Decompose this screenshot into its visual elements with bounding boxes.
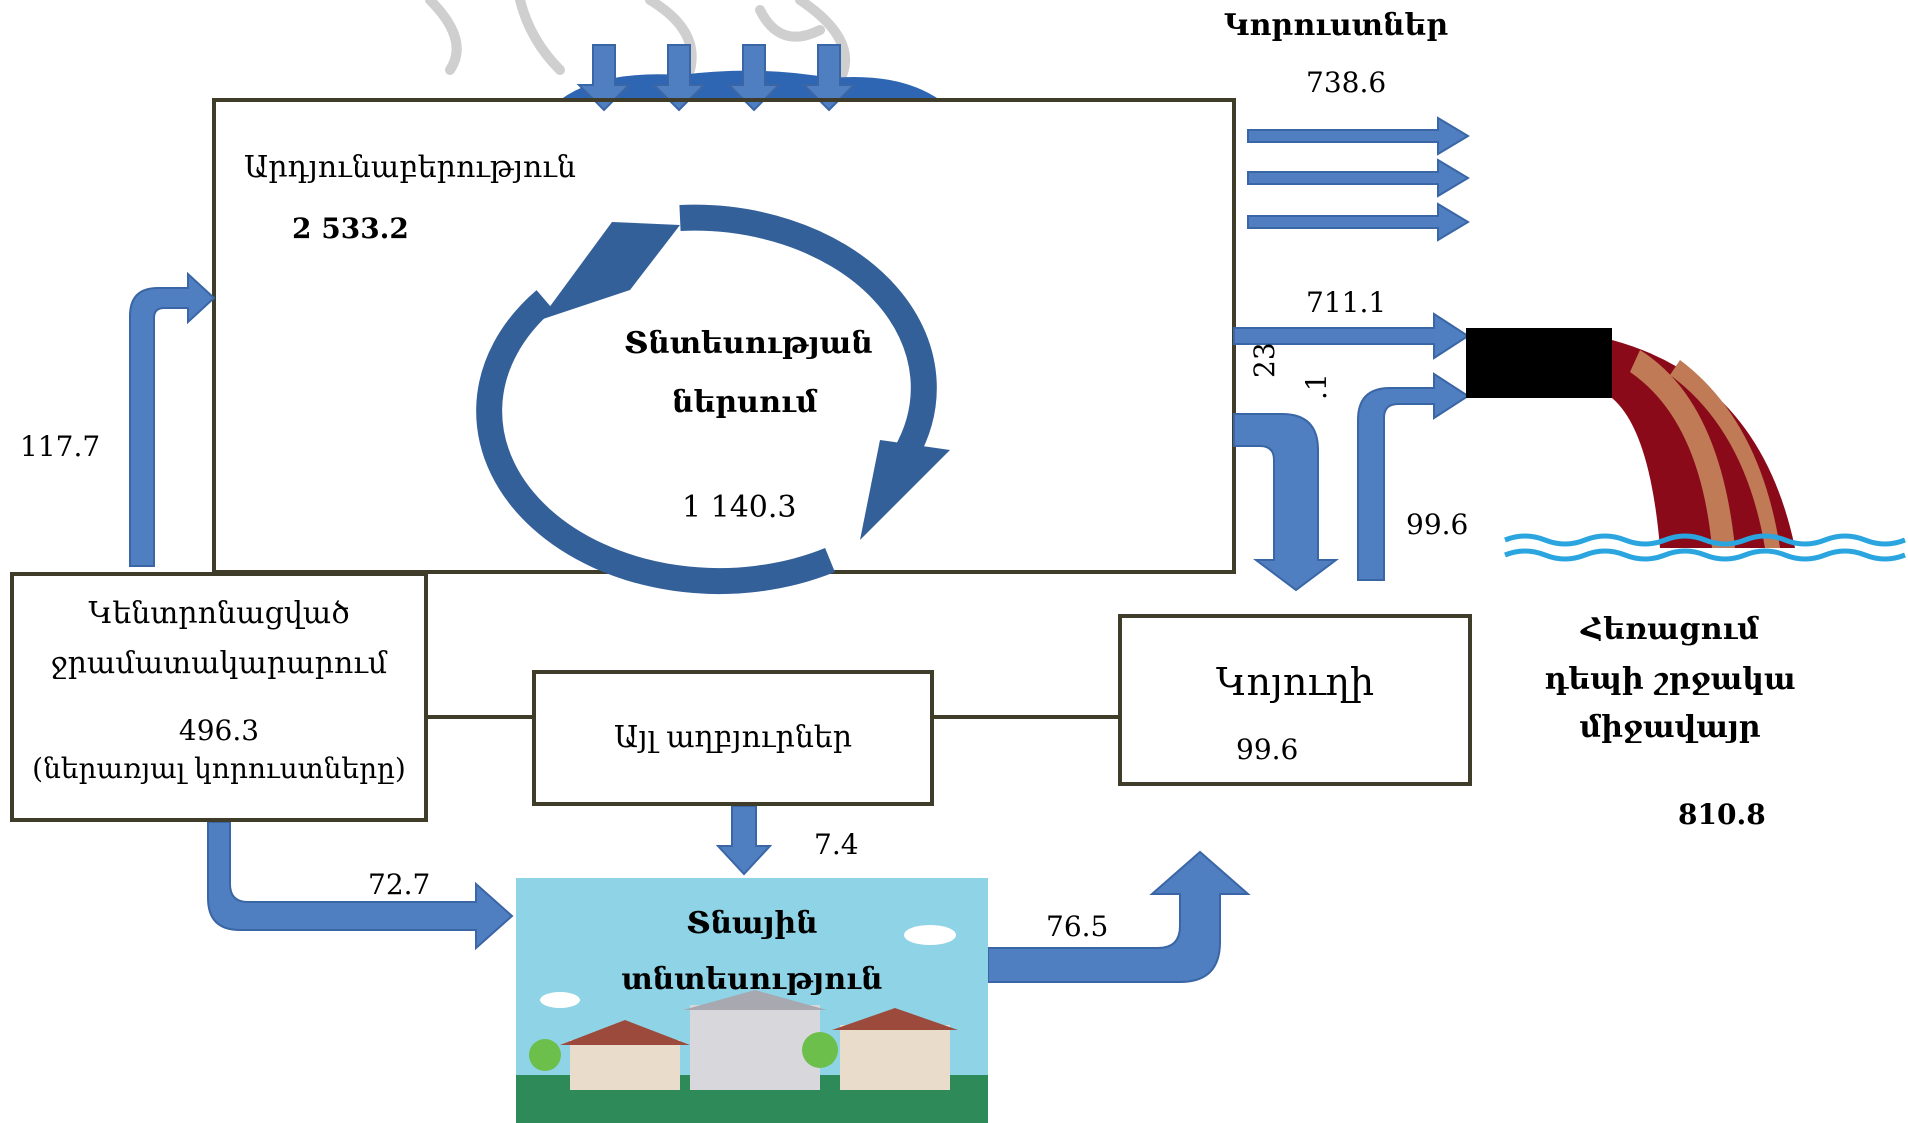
central-value: 496.3 [178,714,260,747]
flow-industry-discharge: 711.1 [1306,286,1387,319]
arrow-household-sewer [987,850,1251,983]
central-title-line1: Կենտրոնացված [88,596,350,631]
flow-central-industry: 117.7 [20,430,101,463]
central-note: (ներառյալ կորուստները) [32,752,406,785]
flow-central-household: 72.7 [368,868,431,901]
discharge-line3: միջավայր [1579,710,1761,745]
flow-other-household: 7.4 [814,828,859,861]
arrow-sewer-discharge [1357,372,1470,581]
arrow-industry-discharge [1233,312,1470,360]
cycle-value: 1 140.3 [682,490,797,525]
arrow-central-industry [129,271,216,567]
household-image [516,878,988,1123]
discharge-pipe-image [1466,328,1906,562]
other-sources-title: Այլ աղբյուրներ [613,720,853,755]
arrow-central-household [207,821,514,951]
loss-arrows [1247,116,1470,242]
sewer-value: 99.6 [1236,733,1299,766]
household-title-line2: տնտեսություն [621,962,883,997]
flow-sewer-discharge: 99.6 [1406,508,1469,541]
flow-industry-sewer-a: 23 [1248,342,1281,378]
central-title-line2: ջրամատակարարում [50,646,388,681]
arrow-other-household [715,805,773,876]
losses-value: 738.6 [1306,66,1387,99]
flow-household-sewer: 76.5 [1046,910,1109,943]
flow-industry-sewer-b: .1 [1300,373,1333,400]
industry-title: Արդյունաբերություն [244,150,576,185]
cycle-title-line1: Տնտեսության [624,326,873,361]
sewer-title: Կոյուղի [1215,660,1375,704]
discharge-line2: դեպի շրջակա [1544,662,1796,697]
other-sources-box [532,670,934,806]
cycle-title-line2: ներսում [672,385,818,420]
sewer-box [1118,614,1472,786]
industry-value: 2 533.2 [292,212,409,245]
discharge-line1: Հեռացում [1581,612,1759,647]
central-supply-box [10,572,428,822]
household-title-line1: Տնային [686,906,818,941]
discharge-value: 810.8 [1678,798,1766,831]
losses-title: Կորուստներ [1224,8,1449,43]
arrow-industry-sewer [1233,413,1339,592]
inflow-arrows [576,44,857,112]
cycle-arrows [476,204,950,595]
